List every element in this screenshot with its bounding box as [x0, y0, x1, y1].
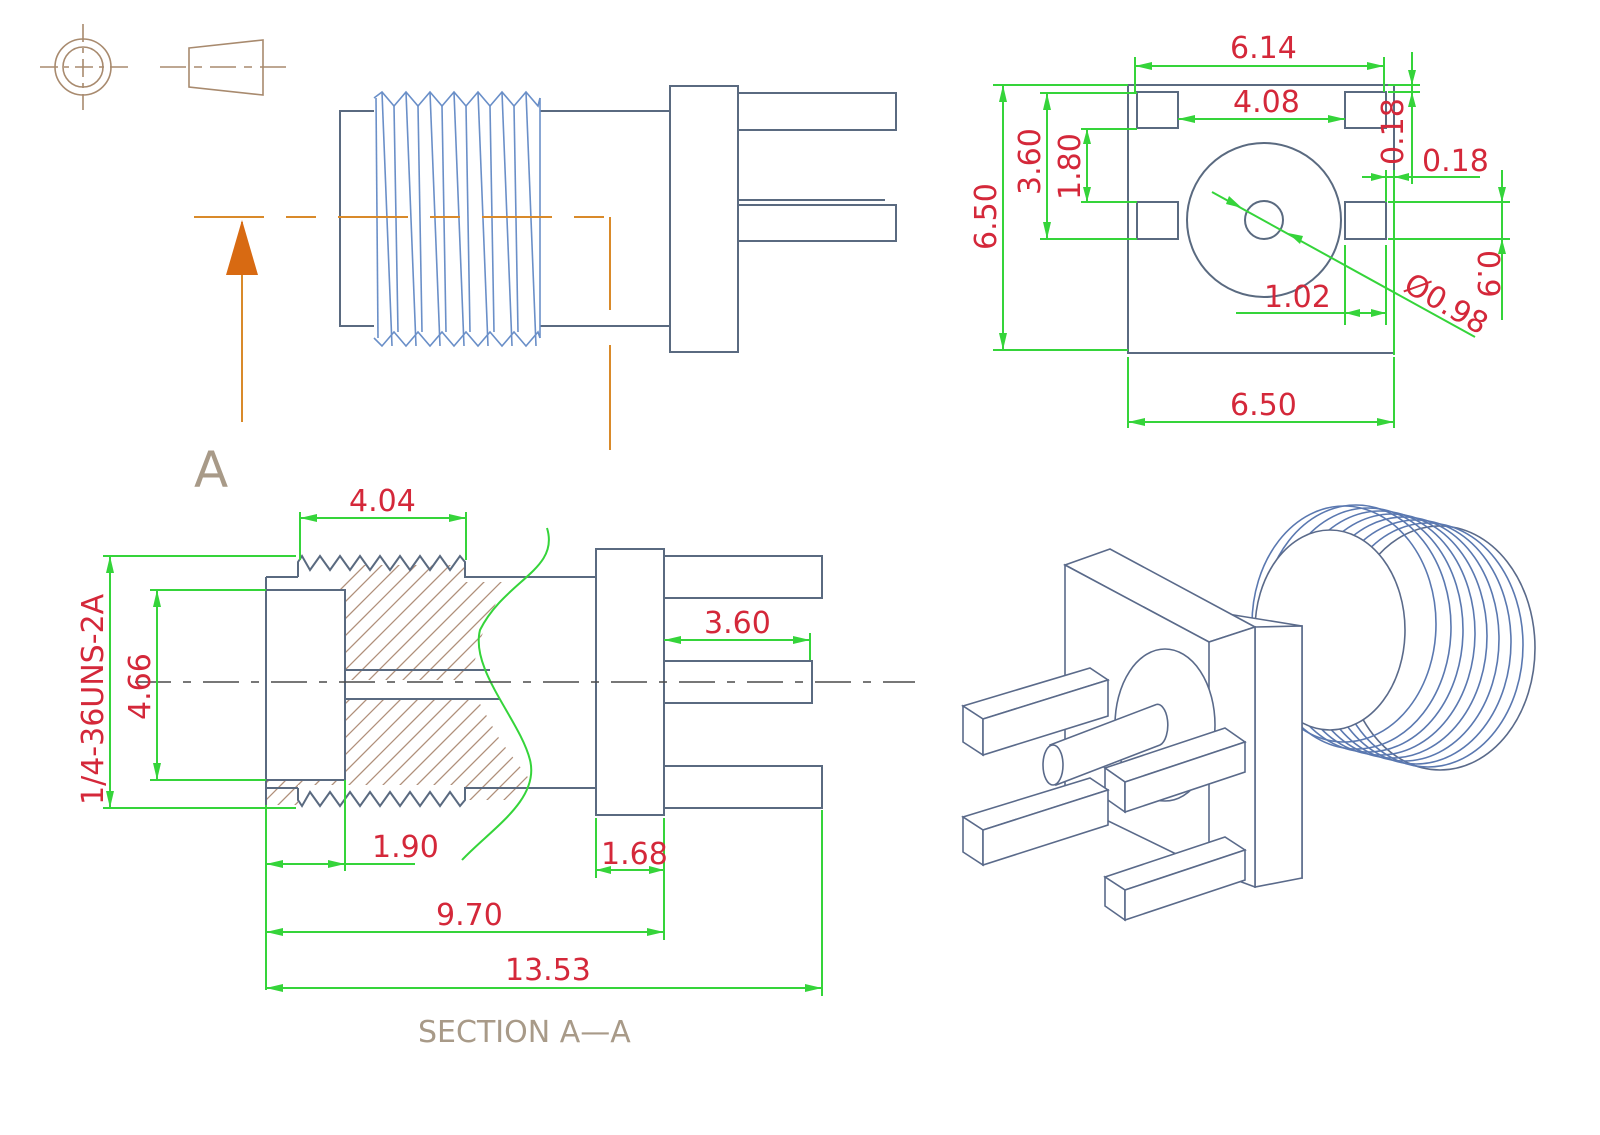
section-pin-bottom: [663, 765, 823, 809]
front-view-pin-top-right: [1344, 91, 1387, 129]
hatch-line: [265, 565, 469, 680]
front-view: 6.14 4.08 6.50 3.60 1.: [969, 31, 1510, 428]
hatch-line: [320, 700, 530, 805]
hatch-line: [337, 700, 530, 805]
isometric-view: [961, 504, 1536, 922]
hatch-line: [456, 700, 530, 805]
section-break-line: [461, 527, 550, 861]
dim-height-overall: 6.50: [969, 183, 1004, 250]
dim-width-overall: 6.50: [1230, 388, 1297, 423]
projection-symbol-icon: [40, 24, 292, 110]
hatch-line: [265, 565, 486, 680]
side-view-flange: [669, 85, 739, 353]
section-arrow-icon: [226, 220, 258, 275]
hatch-line: [473, 700, 530, 805]
dim-pin-pitch-vertical: 3.60: [1013, 128, 1048, 195]
section-body-outline-bottom: [297, 787, 596, 808]
dim-thread-length: 4.04: [349, 484, 416, 519]
hatch-line: [265, 565, 435, 680]
hatch-line: [371, 700, 530, 805]
section-bore: [265, 589, 346, 781]
front-view-dimensions: 6.14 4.08 6.50 3.60 1.: [969, 31, 1510, 428]
section-title: SECTION A—A: [418, 1015, 631, 1050]
side-view-thread: [373, 90, 541, 348]
hatch-line: [265, 565, 503, 680]
dim-pin-offset-side: 0.18: [1422, 144, 1489, 179]
hatch-line: [439, 700, 530, 805]
iso-pins: [961, 667, 1247, 922]
hatch-line: [354, 700, 530, 805]
dim-pin-width: 0.9: [1470, 250, 1505, 298]
dim-inner-pin-span: 4.08: [1233, 85, 1300, 120]
dim-body-length: 9.70: [436, 898, 503, 933]
front-view-pin-mid-right: [1344, 201, 1387, 240]
front-view-pin-top-left: [1136, 91, 1179, 129]
dim-flange-thickness: 1.68: [601, 837, 668, 872]
hatch-line: [780, 530, 1080, 830]
side-view-pin-top: [737, 92, 897, 131]
hatch-line: [780, 530, 1080, 830]
section-pin-top: [663, 555, 823, 599]
hatch-line: [422, 700, 530, 805]
section-marker-label: A: [194, 441, 228, 499]
dim-pin-extension: 3.60: [704, 606, 771, 641]
iso-center-pin: [1049, 703, 1169, 787]
side-view-pin-bottom: [737, 204, 897, 242]
hatch-line: [265, 565, 505, 680]
hatch-line: [303, 700, 530, 805]
hatch-line: [265, 565, 452, 680]
hatch-line: [265, 565, 418, 680]
hatch-line: [265, 565, 401, 680]
dim-bore-diameter: 4.66: [123, 653, 158, 720]
side-view: A: [194, 85, 897, 499]
hatch-line: [405, 700, 530, 805]
section-view: 4.04 1/4-36UNS-2A 4.66 3.60: [76, 484, 1080, 1050]
dim-center-offset: 1.02: [1264, 280, 1331, 315]
dim-bore-depth: 1.90: [372, 830, 439, 865]
dim-pin-offset-top: 0.18: [1376, 98, 1411, 165]
dim-overall-length: 13.53: [505, 953, 591, 988]
dim-half-pitch: 1.80: [1053, 133, 1088, 200]
hatch-line: [388, 700, 530, 805]
thread-spec-label: 1/4-36UNS-2A: [76, 593, 111, 805]
section-body-outline-top: [297, 554, 596, 578]
front-view-pin-mid-left: [1136, 201, 1179, 240]
dim-overall-pin-span: 6.14: [1230, 31, 1297, 66]
section-cut-line: [194, 216, 611, 450]
section-view-dimensions: 4.04 1/4-36UNS-2A 4.66 3.60: [76, 484, 823, 996]
